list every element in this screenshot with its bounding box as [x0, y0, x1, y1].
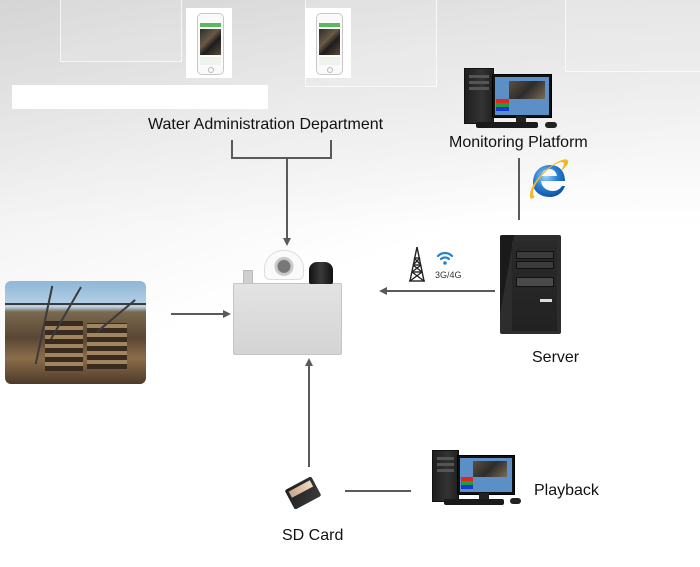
background-panel [60, 0, 182, 62]
network-label: 3G/4G [435, 270, 462, 280]
dome-camera-icon [264, 250, 304, 280]
wifi-icon [436, 251, 454, 265]
mobile-phone-2 [305, 8, 351, 78]
internet-explorer-icon [529, 159, 569, 199]
sd-card-label: SD Card [282, 527, 344, 544]
server-tower-icon [500, 235, 561, 334]
dredging-site-photo [5, 281, 146, 384]
phone-icon [316, 13, 343, 75]
blank-label-bar [12, 85, 268, 109]
monitoring-platform-label: Monitoring Platform [449, 134, 588, 151]
keyboard-icon [476, 122, 538, 128]
playback-label: Playback [534, 482, 599, 499]
keyboard-icon [444, 499, 504, 505]
water-admin-bracket [231, 140, 332, 159]
background-panel [565, 0, 700, 72]
cell-tower-icon [409, 246, 425, 282]
pc-tower-icon [432, 450, 459, 502]
enclosure-box [233, 283, 342, 355]
mouse-icon [545, 122, 557, 128]
antenna-icon [309, 262, 333, 284]
mouse-icon [510, 498, 521, 504]
mobile-phone-1 [186, 8, 232, 78]
server-label: Server [532, 349, 580, 366]
phone-icon [197, 13, 224, 75]
water-admin-label: Water Administration Department [148, 116, 384, 133]
monitor-icon [457, 455, 515, 495]
